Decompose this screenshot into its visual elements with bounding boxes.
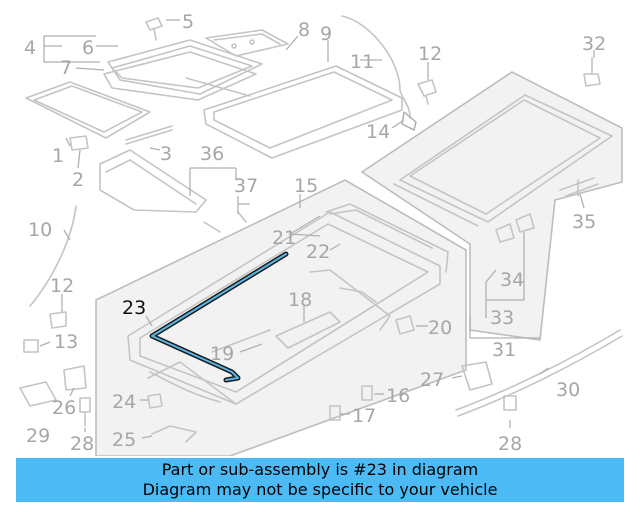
part-info-banner: Part or sub-assembly is #23 in diagram D…: [16, 458, 624, 502]
sunshade-panel: [360, 71, 623, 341]
bolt-32-part: [583, 57, 601, 87]
callout-24: 24: [112, 391, 136, 413]
callout-18: 18: [288, 289, 312, 311]
callout-37: 37: [234, 175, 258, 197]
callout-35: 35: [572, 211, 596, 233]
callout-5: 5: [182, 11, 194, 33]
bolt-16-part: [361, 385, 373, 401]
callout-11: 11: [350, 51, 374, 73]
strip-3-part: [125, 125, 173, 145]
clip-part-upper: [417, 79, 437, 105]
callout-23: 23: [122, 297, 146, 319]
bolt-5-part: [145, 17, 163, 41]
part-23-highlight: [149, 251, 289, 383]
sunshade-part: [393, 94, 613, 243]
callout-31: 31: [492, 339, 516, 361]
grommet-13-part: [23, 339, 39, 353]
clip-12-lower-part: [49, 311, 67, 329]
callout-26: 26: [52, 397, 76, 419]
callout-labels: 1 2 3 4 5 6 7 8 9 10 11 12 12 13 14 15 1…: [24, 11, 606, 455]
callout-6: 6: [82, 37, 94, 59]
callout-28-right: 28: [498, 433, 522, 455]
module-29-part: [19, 381, 57, 407]
wind-deflector-part: [205, 29, 289, 57]
glass-panel-part: [25, 39, 263, 139]
callout-14: 14: [366, 121, 390, 143]
motor-27-part: [461, 361, 493, 391]
callout-29: 29: [26, 425, 50, 447]
clip-35-part: [559, 177, 599, 197]
callout-2: 2: [72, 169, 84, 191]
banner-line-part-number: Part or sub-assembly is #23 in diagram: [161, 460, 479, 479]
callout-4: 4: [24, 37, 36, 59]
callout-15: 15: [294, 175, 318, 197]
motor-26-part: [63, 365, 87, 391]
main-frame-panel: [95, 179, 467, 456]
callout-12-upper: 12: [418, 43, 442, 65]
callout-3: 3: [160, 143, 172, 165]
callout-17: 17: [352, 405, 376, 427]
callout-21: 21: [272, 227, 296, 249]
callout-32: 32: [582, 33, 606, 55]
left-drain-hose-part: [29, 205, 77, 307]
callout-33: 33: [490, 307, 514, 329]
callout-10: 10: [28, 219, 52, 241]
callout-34: 34: [500, 269, 524, 291]
bolt-17-part: [329, 405, 341, 421]
callout-27: 27: [420, 369, 444, 391]
leader-lines: [39, 19, 595, 439]
sunroof-parts-diagram: 1 2 3 4 5 6 7 8 9 10 11 12 12 13 14 15 1…: [19, 11, 623, 456]
weatherstrip-part: [203, 65, 403, 159]
callout-20: 20: [428, 317, 452, 339]
callout-19: 19: [210, 343, 234, 365]
callout-12-lower: 12: [50, 275, 74, 297]
callout-22: 22: [306, 241, 330, 263]
bolt-28-left-part: [79, 397, 91, 427]
bolt-28-right-part: [503, 395, 517, 411]
callout-1: 1: [52, 145, 64, 167]
callout-8: 8: [298, 19, 310, 41]
drain-hose-part: [341, 15, 411, 119]
sunroof-frame-part: [127, 203, 449, 443]
callout-25: 25: [112, 429, 136, 451]
callout-16: 16: [386, 385, 410, 407]
drain-hose-30-part: [455, 329, 623, 417]
callout-30: 30: [556, 379, 580, 401]
callout-36: 36: [200, 143, 224, 165]
banner-line-disclaimer: Diagram may not be specific to your vehi…: [142, 480, 498, 499]
rear-header-part: [99, 149, 247, 233]
callout-9: 9: [320, 23, 332, 45]
callout-7: 7: [60, 57, 72, 79]
callout-28-left: 28: [70, 433, 94, 455]
callout-13: 13: [54, 331, 78, 353]
clip-2-part: [69, 135, 89, 151]
